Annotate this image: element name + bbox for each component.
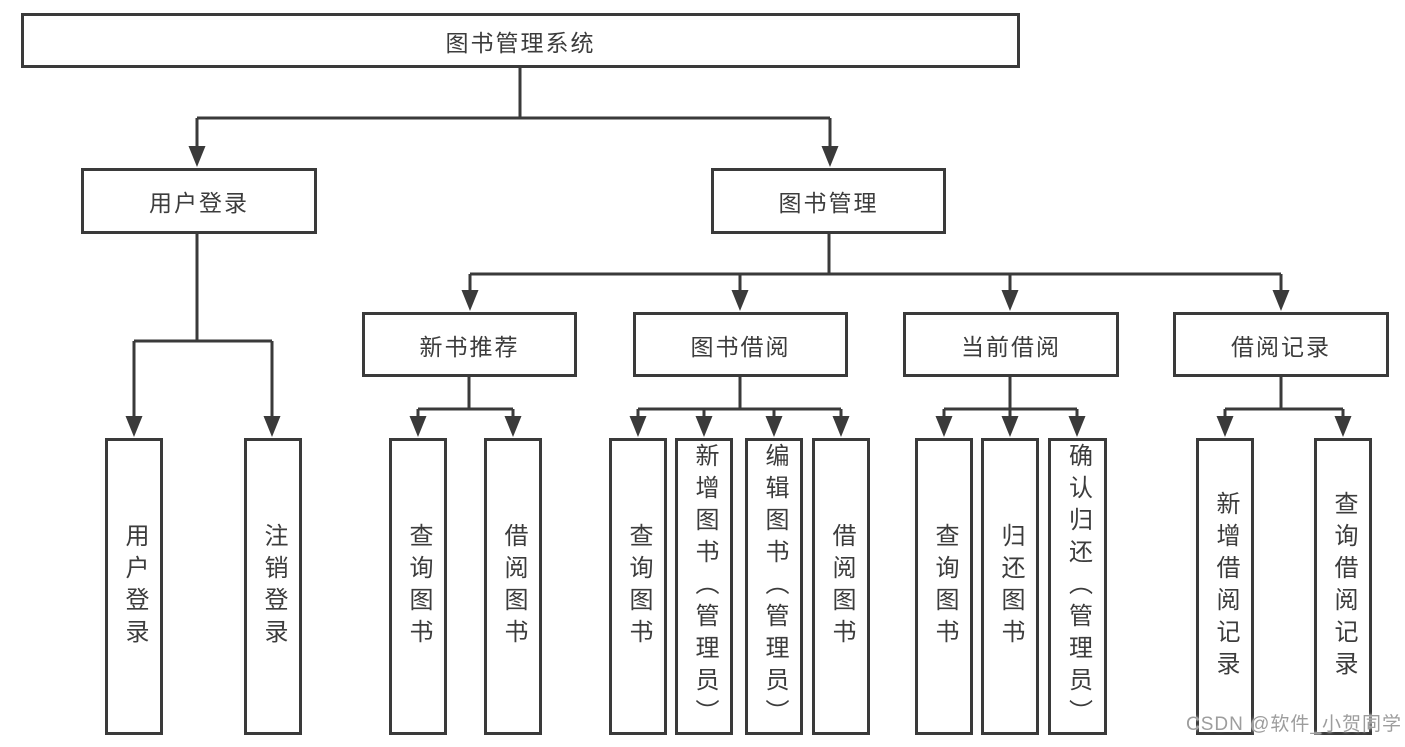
leaf-query-books-3: 查询图书 bbox=[915, 438, 973, 735]
node-root-library-system: 图书管理系统 bbox=[21, 13, 1020, 68]
csdn-watermark: CSDN @软件_小贺同学 bbox=[1186, 714, 1402, 735]
node-root-label: 图书管理系统 bbox=[445, 29, 596, 56]
leaf-add-borrow-record: 新增借阅记录 bbox=[1196, 438, 1254, 735]
node-book-borrow: 图书借阅 bbox=[633, 312, 848, 377]
node-book-borrow-label: 图书借阅 bbox=[690, 333, 791, 360]
leaf-confirm-return-admin: 确认归还（管理员） bbox=[1048, 438, 1107, 735]
leaf-query-books-2: 查询图书 bbox=[609, 438, 667, 735]
node-current-borrow: 当前借阅 bbox=[903, 312, 1119, 377]
connector-borrowrecords-to-leaves bbox=[1223, 377, 1345, 421]
leaf-borrow-books-1: 借阅图书 bbox=[484, 438, 542, 735]
leaf-query-borrow-record: 查询借阅记录 bbox=[1314, 438, 1372, 735]
connector-bookborrow-to-leaves bbox=[636, 377, 843, 421]
connector-currentborrow-to-leaves bbox=[942, 377, 1079, 421]
node-borrow-records-label: 借阅记录 bbox=[1231, 333, 1331, 360]
leaf-edit-books-admin: 编辑图书（管理员） bbox=[745, 438, 803, 735]
connector-newbookrec-to-leaves bbox=[416, 377, 515, 421]
leaf-query-books-1: 查询图书 bbox=[389, 438, 447, 735]
connector-userlogin-to-leaves bbox=[132, 234, 274, 421]
leaf-user-login: 用户登录 bbox=[105, 438, 163, 735]
node-new-book-recommend: 新书推荐 bbox=[362, 312, 577, 377]
node-user-login: 用户登录 bbox=[81, 168, 317, 234]
node-book-management: 图书管理 bbox=[711, 168, 946, 234]
leaf-add-books-admin: 新增图书（管理员） bbox=[675, 438, 733, 735]
node-current-borrow-label: 当前借阅 bbox=[961, 333, 1061, 360]
leaf-logout: 注销登录 bbox=[244, 438, 302, 735]
connector-bookmgmt-to-level3 bbox=[468, 234, 1283, 295]
leaf-return-books: 归还图书 bbox=[981, 438, 1039, 735]
node-borrow-records: 借阅记录 bbox=[1173, 312, 1389, 377]
node-user-login-label: 用户登录 bbox=[149, 190, 249, 216]
node-book-management-label: 图书管理 bbox=[778, 190, 879, 216]
node-new-book-recommend-label: 新书推荐 bbox=[419, 333, 520, 360]
connector-root-to-level2 bbox=[195, 68, 832, 151]
leaf-borrow-books-2: 借阅图书 bbox=[812, 438, 870, 735]
arrowheads bbox=[125, 146, 1352, 437]
